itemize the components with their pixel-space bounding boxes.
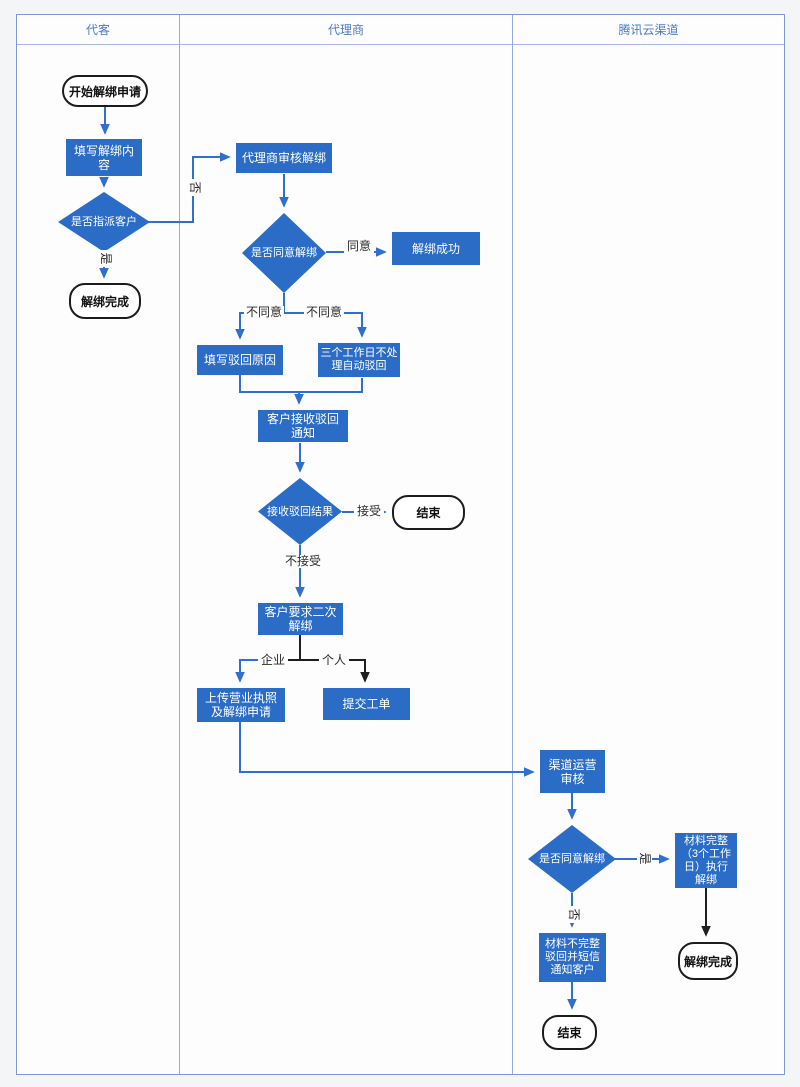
lane-header-tencent-channel: 腾讯云渠道: [513, 15, 784, 45]
fill-reject-reason-box: 填写驳回原因: [197, 345, 283, 375]
lane-header-agent: 代理商: [180, 15, 512, 45]
material-complete-box: 材料完整 （3个工作 日）执行 解绑: [675, 833, 737, 888]
fill-unbind-content-box: 填写解绑内 容: [66, 139, 142, 176]
second-unbind-request-box: 客户要求二次 解绑: [258, 603, 343, 635]
lane-customer: 代客: [17, 15, 179, 1074]
unbind-complete-node-2: 解绑完成: [678, 942, 738, 980]
lane-tencent-channel: 腾讯云渠道: [512, 15, 784, 1074]
edge-label-company: 企业: [258, 654, 288, 667]
upload-license-box: 上传营业执照 及解绑申请: [197, 688, 285, 722]
edge-label-personal: 个人: [319, 654, 349, 667]
edge-label-agree: 同意: [344, 240, 374, 253]
receive-reject-notice-box: 客户接收驳回 通知: [258, 410, 348, 442]
edge-label-disagree-right: 不同意: [304, 305, 344, 319]
end-node: 结束: [392, 495, 465, 530]
lane-header-customer: 代客: [17, 15, 179, 45]
start-node: 开始解绑申请: [62, 75, 148, 107]
edge-label-not-accept: 不接受: [283, 554, 323, 568]
edge-label-yes: 是: [98, 250, 113, 267]
auto-reject-box: 三个工作日不处 理自动驳回: [318, 343, 400, 377]
edge-label-yes-2: 是: [637, 850, 652, 867]
swimlane-frame: 代客 代理商 腾讯云渠道: [16, 14, 785, 1075]
material-incomplete-box: 材料不完整 驳回并短信 通知客户: [539, 933, 606, 982]
edge-label-disagree-left: 不同意: [244, 305, 284, 319]
edge-label-no: 否: [187, 179, 202, 196]
channel-review-box: 渠道运营 审核: [540, 750, 605, 793]
submit-ticket-box: 提交工单: [323, 688, 410, 720]
unbind-complete-node: 解绑完成: [69, 283, 141, 319]
agent-review-box: 代理商审核解绑: [236, 143, 332, 173]
edge-label-accept: 接受: [354, 505, 384, 518]
unbind-success-box: 解绑成功: [392, 232, 480, 265]
edge-label-no-2: 否: [566, 906, 581, 923]
end-node-2: 结束: [542, 1015, 597, 1050]
lane-agent: 代理商: [179, 15, 512, 1074]
